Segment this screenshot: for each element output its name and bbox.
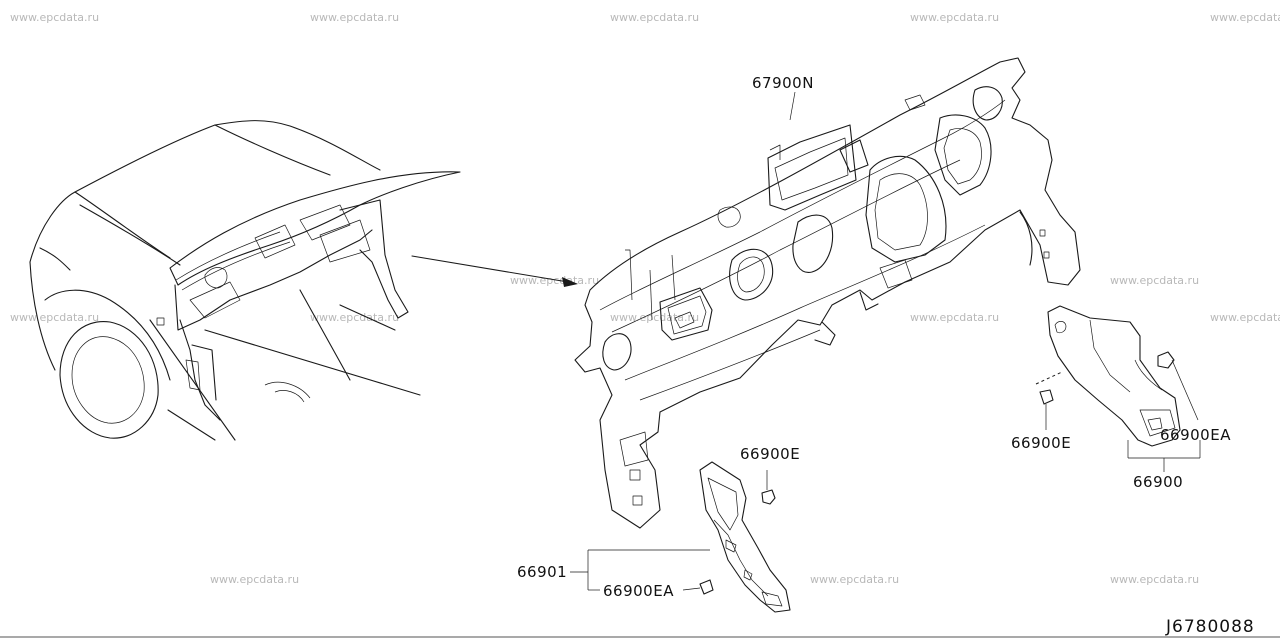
watermark: www.epcdata.ru	[910, 311, 1000, 324]
watermark: www.epcdata.ru	[210, 573, 300, 586]
watermark: www.epcdata.ru	[10, 311, 100, 324]
vehicle-outline	[29, 120, 461, 441]
part-label-66900[interactable]: 66900	[1133, 473, 1184, 491]
clip-66900ea-drawing	[682, 579, 714, 595]
watermark: www.epcdata.ru	[810, 573, 900, 586]
watermark: www.epcdata.ru	[310, 311, 400, 324]
watermark: www.epcdata.ru	[1210, 311, 1280, 324]
leader-67900n	[789, 91, 796, 121]
clip-right-66900e-drawing	[1035, 371, 1063, 430]
finisher-left-drawing	[699, 461, 791, 613]
clip-right-66900ea-drawing	[1157, 351, 1199, 421]
dash-insulator-drawing	[574, 57, 1081, 529]
watermark: www.epcdata.ru	[1110, 573, 1200, 586]
watermark: www.epcdata.ru	[1210, 11, 1280, 24]
leader-66901	[570, 549, 710, 591]
diagram-code: J6780088	[1166, 617, 1255, 637]
leader-66900	[1127, 440, 1201, 472]
watermark: www.epcdata.ru	[610, 311, 700, 324]
watermark: www.epcdata.ru	[10, 11, 100, 24]
part-label-66900ea[interactable]: 66900EA	[603, 582, 674, 600]
watermark: www.epcdata.ru	[910, 11, 1000, 24]
direction-arrow	[411, 255, 578, 287]
watermark: www.epcdata.ru	[610, 11, 700, 24]
finisher-right-drawing	[1047, 305, 1181, 447]
part-label-66900e-right[interactable]: 66900E	[1011, 434, 1072, 452]
part-label-66901[interactable]: 66901	[517, 563, 568, 581]
part-label-66900ea-right[interactable]: 66900EA	[1160, 426, 1231, 444]
watermark: www.epcdata.ru	[1110, 274, 1200, 287]
clip-66900e-drawing	[761, 470, 776, 505]
part-label-67900n[interactable]: 67900N	[752, 74, 814, 92]
watermark: www.epcdata.ru	[310, 11, 400, 24]
part-label-66900e[interactable]: 66900E	[740, 445, 801, 463]
